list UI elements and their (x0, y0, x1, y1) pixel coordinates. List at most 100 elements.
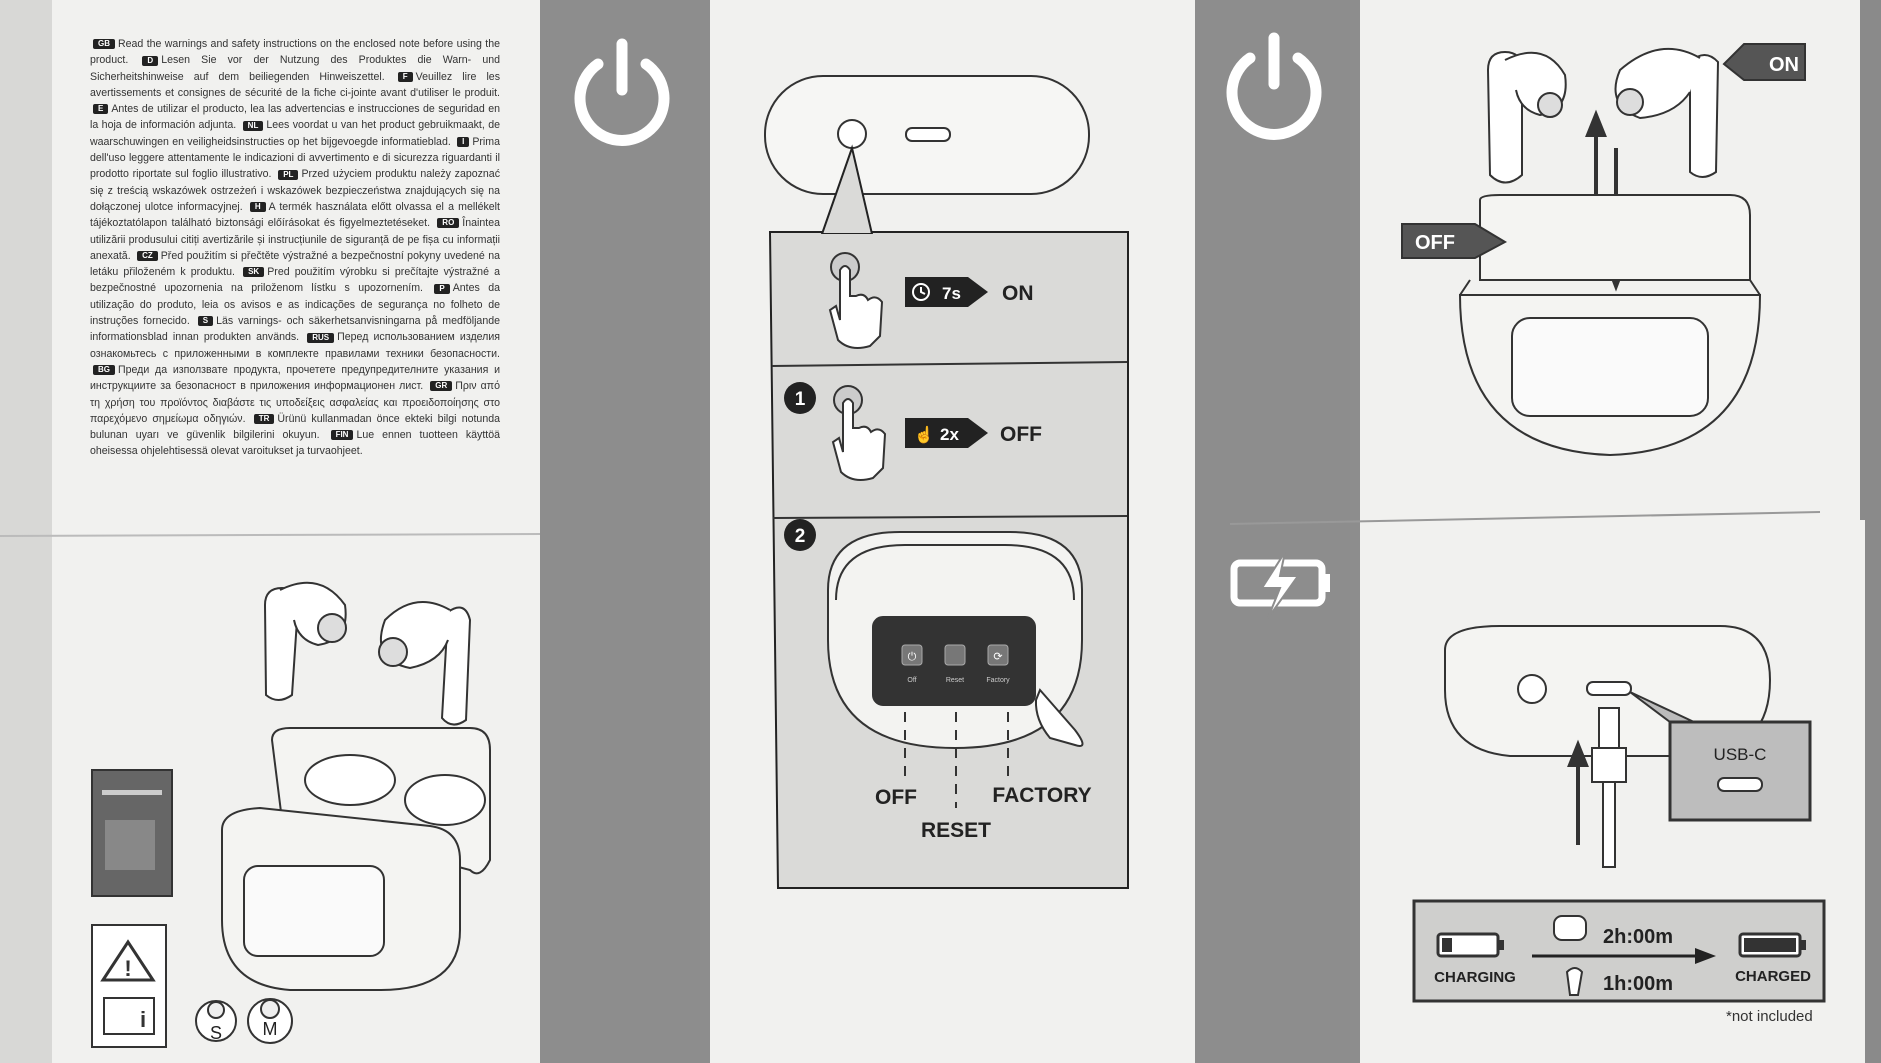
warning-sentence: Pred použitím výrobku si prečítajte výst… (90, 266, 500, 295)
left-strip (0, 0, 55, 1063)
svg-text:Factory: Factory (986, 677, 1010, 684)
power-icon-band-2 (1195, 0, 1360, 1063)
svg-text:ON: ON (1769, 54, 1799, 76)
factory-label: FACTORY (992, 784, 1091, 807)
usb-c-callout (1668, 720, 1812, 822)
tap-result-label: OFF (1000, 423, 1042, 446)
battery-full-icon (1738, 932, 1806, 958)
hold-time: 7s (942, 284, 961, 303)
battery-charging-icon (1230, 551, 1330, 619)
svg-text:OFF: OFF (1415, 232, 1455, 254)
svg-text:2: 2 (795, 526, 806, 547)
case-mini-icon (1553, 915, 1587, 941)
warning-sentence: Ürünü kullanmadan önce ekteki bilgi notu… (90, 412, 500, 442)
language-code-badge: PL (278, 169, 299, 180)
language-code-badge: GR (430, 381, 453, 392)
warning-sentence: Read the warnings and safety instruction… (90, 38, 500, 67)
fold-line (1229, 511, 1821, 525)
warning-sentence: Läs varnings- och säkerhetsanvisningarna… (90, 315, 500, 344)
power-icon (1226, 32, 1322, 140)
warning-sentence: Lue ennen tuotteen käyttöä oheisessa ohj… (90, 429, 500, 458)
earbuds-lifted (1486, 47, 1720, 184)
tap-icon: ☝ (914, 425, 934, 444)
on-tag: ON (1722, 43, 1806, 81)
warning-sentence: Lees voordat u van het product gebruikma… (90, 119, 501, 148)
warning-sentence: Înaintea utilizării produsului citiți av… (90, 217, 500, 262)
language-code-badge: TR (253, 414, 275, 425)
tap-count-arrow: ☝ 2x (905, 418, 988, 448)
battery-empty-icon (1436, 932, 1504, 958)
language-code-badge: BG (93, 365, 115, 376)
info-icon: i (140, 1007, 146, 1032)
warning-sentence: Před použitím si přečtěte výstražné a be… (90, 249, 500, 279)
button-leader-lines (904, 712, 1009, 808)
press-hand-icon (1034, 688, 1084, 747)
not-included-note: *not included (1726, 1008, 1813, 1025)
language-code-badge: P (434, 283, 450, 294)
warnings-panel (52, 0, 540, 540)
language-code-badge: GB (93, 39, 115, 50)
manual-booklet (91, 769, 173, 897)
warning-sentence: Veuillez lire les avertissements et cons… (90, 70, 500, 99)
language-code-badge: D (142, 55, 159, 66)
off-tag: OFF (1401, 223, 1508, 259)
earbuds-pair (263, 581, 472, 726)
off-label: OFF (875, 786, 917, 809)
reset-label: RESET (921, 819, 991, 842)
warning-icon: ! (124, 956, 131, 981)
case-top-view (764, 75, 1090, 195)
power-icon-band-1 (540, 0, 710, 1063)
svg-text:Off: Off (907, 677, 916, 684)
usb-c-port-icon (1717, 777, 1763, 792)
press-hand-icon (828, 252, 884, 349)
power-icon (574, 38, 670, 146)
charged-label: CHARGED (1735, 968, 1811, 985)
charging-label: CHARGING (1434, 969, 1516, 986)
warning-sentence: Перед использованием изделия ознакомьтес… (90, 331, 500, 360)
case-charge-time: 2h:00m (1603, 926, 1673, 948)
usb-c-cable (1591, 707, 1627, 868)
warning-sentence: Prima dell'uso leggere attentamente le i… (90, 135, 500, 181)
usb-c-label: USB-C (1714, 745, 1767, 764)
warning-sentence: Antes de utilizar el producto, lea las a… (90, 103, 500, 132)
svg-text:Reset: Reset (946, 677, 964, 684)
clock-icon (912, 283, 930, 301)
earbud-charge-time: 1h:00m (1603, 973, 1673, 995)
double-tap-hand-icon (831, 385, 887, 481)
case-button-reset: Reset (944, 644, 966, 684)
hold-duration-arrow: 7s (905, 277, 988, 307)
case-button-off: ⏻ Off (901, 644, 923, 684)
warning-sentence: Lesen Sie vor der Nutzung des Produktes … (90, 54, 500, 83)
warning-sentence: Antes da utilização do produto, leia os … (90, 282, 500, 328)
step-2-badge (784, 519, 816, 551)
open-charging-case (221, 727, 491, 991)
open-case (1458, 194, 1762, 457)
warning-sentence: Przed użyciem produktu należy zapoznać s… (90, 168, 500, 213)
svg-text:1: 1 (795, 389, 806, 410)
language-code-badge: SK (243, 267, 265, 278)
language-code-badge: H (249, 202, 266, 213)
ear-tip-medium: M (247, 998, 293, 1044)
svg-text:S: S (210, 1023, 222, 1043)
language-code-badge: I (457, 136, 470, 147)
language-code-badge: S (197, 316, 214, 327)
warning-sentence: A termék használata előtt olvassa el a m… (90, 200, 500, 230)
step-1-badge (784, 382, 816, 414)
refresh-icon: ⟳ (993, 651, 1002, 663)
case-button-factory: ⟳ Factory (986, 644, 1010, 684)
language-code-badge: RO (437, 218, 460, 229)
language-code-badge: FIN (330, 430, 354, 441)
ear-tip-small: S (195, 1000, 237, 1043)
language-code-badge: NL (242, 120, 264, 131)
earbud-mini-icon (1565, 967, 1584, 996)
language-code-badge: F (397, 71, 413, 82)
warning-sentence: Преди да използвате продукта, прочетете … (90, 363, 500, 393)
power-small-icon: ⏻ (908, 651, 917, 663)
tap-count: 2x (940, 425, 959, 444)
fold-line (0, 533, 541, 537)
safety-leaflet: ! i (91, 924, 167, 1048)
warning-sentence: Πριν από τη χρήση του προϊόντος διαβάστε… (90, 380, 500, 425)
language-code-badge: E (93, 104, 109, 115)
